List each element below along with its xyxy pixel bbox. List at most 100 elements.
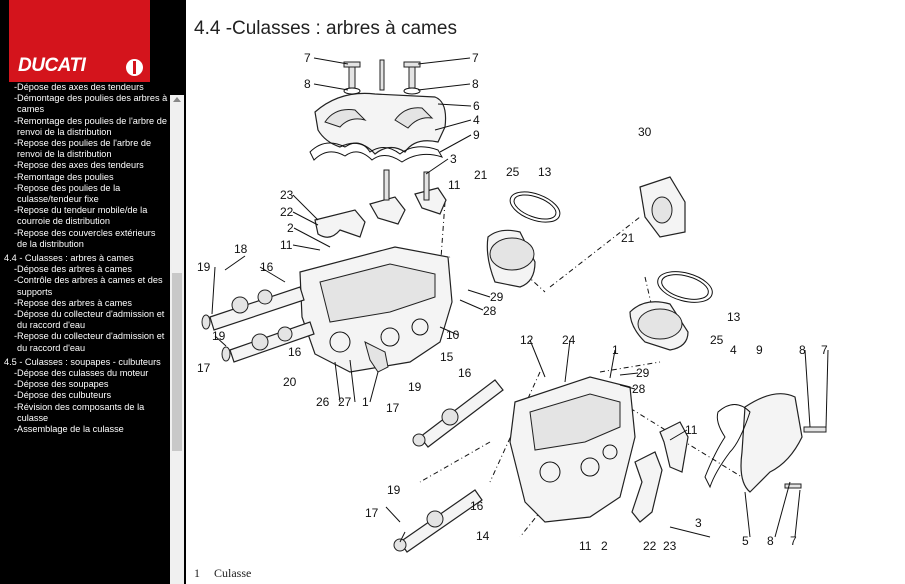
callout-label-l15: 15: [440, 350, 454, 364]
callout-label-l17c: 17: [365, 506, 379, 520]
callout-label-l19b: 19: [212, 329, 226, 343]
leader-line: [385, 506, 401, 523]
callout-label-l23b: 23: [663, 539, 677, 553]
scroll-up-arrow-icon[interactable]: [173, 97, 181, 102]
leader-line: [334, 361, 341, 403]
toc-item-link[interactable]: -Repose des poulies de l'arbre de renvoi…: [14, 138, 152, 160]
toc-item-link[interactable]: -Dépose des culasses du moteur: [14, 368, 149, 379]
callout-label-l7a: 7: [304, 51, 311, 65]
callout-label-l7d: 7: [790, 534, 797, 548]
toc-scrollbar[interactable]: [170, 95, 184, 584]
table-of-contents: -Dépose des axes des tendeurs-Démontage …: [0, 82, 168, 578]
callout-label-l9b: 9: [756, 343, 763, 357]
callout-label-l21b: 21: [621, 231, 635, 245]
toc-item-link[interactable]: -Dépose des axes des tendeurs: [14, 82, 144, 92]
callout-label-l25b: 25: [710, 333, 724, 347]
ducati-logo[interactable]: DUCATI: [9, 0, 150, 82]
callout-label-l6: 6: [473, 99, 480, 113]
leader-line: [399, 531, 406, 543]
callout-label-l19c: 19: [408, 380, 422, 394]
callout-label-l28b: 28: [632, 382, 646, 396]
callout-label-l19d: 19: [387, 483, 401, 497]
callout-label-l8c: 8: [799, 343, 806, 357]
callout-label-l24: 24: [562, 333, 576, 347]
callout-label-l20: 20: [283, 375, 297, 389]
callout-label-l8a: 8: [304, 77, 311, 91]
callout-label-l4b: 4: [730, 343, 737, 357]
toc-item-link[interactable]: -Remontage des poulies de l'arbre de ren…: [14, 115, 167, 137]
leader-line: [211, 266, 216, 315]
toc-item-link[interactable]: -Repose des arbres à cames: [14, 297, 132, 308]
callout-label-l17a: 17: [197, 361, 211, 375]
leader-line: [825, 349, 829, 429]
callout-label-l30: 30: [638, 125, 652, 139]
callout-label-l8d: 8: [767, 534, 774, 548]
leader-line: [459, 299, 484, 311]
toc-item-link[interactable]: -Repose des poulies de la culasse/tendeu…: [14, 182, 121, 205]
toc-item-link[interactable]: -Dépose des culbuteurs: [14, 390, 112, 401]
toc-item-link[interactable]: -Démontage des poulies des arbres à came…: [14, 93, 168, 115]
leader-line: [439, 134, 472, 153]
toc-item-link[interactable]: -Contrôle des arbres à cames et des supp…: [14, 275, 163, 297]
callout-label-l23a: 23: [280, 188, 294, 202]
callout-label-l18: 18: [234, 242, 248, 256]
callout-label-l7b: 7: [472, 51, 479, 65]
toc-item-link[interactable]: -Dépose des soupapes: [14, 379, 109, 390]
leader-line: [669, 429, 688, 441]
toc-item-link[interactable]: -Repose des couvercles extérieurs de la …: [14, 227, 156, 249]
caption-number: 1: [194, 566, 200, 580]
ducati-emblem-icon: [126, 59, 143, 76]
leader-line: [774, 481, 791, 538]
callout-label-l12: 12: [520, 333, 534, 347]
toc-item-link[interactable]: -Dépose du collecteur d'admission et du …: [14, 309, 165, 331]
callout-label-l16d: 16: [470, 499, 484, 513]
leader-line: [804, 349, 811, 428]
leader-line: [619, 372, 639, 376]
callout-label-l19a: 19: [197, 260, 211, 274]
toc-item-link[interactable]: -Repose des axes des tendeurs: [14, 160, 144, 171]
callout-label-l7c: 7: [821, 343, 828, 357]
leader-line: [425, 158, 449, 175]
leader-line: [609, 349, 616, 379]
callout-label-l27: 27: [338, 395, 352, 409]
leader-line: [669, 526, 711, 538]
leader-line: [369, 371, 379, 403]
leader-line: [224, 255, 246, 271]
toc-section-link[interactable]: 4.5 - Culasses : soupapes - culbuteurs: [4, 356, 161, 367]
toc-item-link[interactable]: -Assemblage de la culasse: [14, 424, 124, 435]
callout-label-l16c: 16: [458, 366, 472, 380]
scroll-thumb[interactable]: [172, 273, 182, 451]
callout-label-l2b: 2: [601, 539, 608, 553]
leader-line: [349, 359, 356, 403]
leader-line: [434, 119, 472, 131]
callout-label-l1b: 1: [362, 395, 369, 409]
figure-caption: 1 Culasse: [194, 566, 265, 581]
callout-label-l22b: 22: [643, 539, 657, 553]
toc-section-link[interactable]: 4.4 - Culasses : arbres à cames: [4, 253, 134, 264]
sidebar: DUCATI -Dépose des axes des tendeurs-Dém…: [0, 0, 186, 584]
leader-line: [293, 227, 331, 248]
toc-item-link[interactable]: -Remontage des poulies: [14, 171, 114, 182]
callout-label-l26: 26: [316, 395, 330, 409]
callout-label-l29a: 29: [490, 290, 504, 304]
leader-line: [292, 244, 321, 251]
leader-line: [529, 339, 546, 378]
caption-text: Culasse: [214, 566, 252, 580]
leader-line: [439, 326, 459, 336]
leader-line: [794, 489, 801, 538]
callout-label-l11d: 11: [579, 539, 592, 553]
leader-line: [292, 211, 319, 226]
callout-label-l25a: 25: [506, 165, 520, 179]
toc-item-link[interactable]: -Révision des composants de la culasse: [14, 401, 145, 423]
leader-line: [467, 289, 491, 298]
toc-item-link[interactable]: -Repose du tendeur mobile/de la courroie…: [14, 205, 148, 227]
callout-label-l2a: 2: [287, 221, 294, 235]
callout-label-l11c: 11: [685, 423, 698, 437]
toc-item-link[interactable]: -Dépose des arbres à cames: [14, 264, 132, 275]
leader-line: [619, 384, 636, 390]
leader-line: [564, 339, 571, 383]
toc-item-link[interactable]: -Repose du collecteur d'admission et du …: [14, 331, 165, 353]
callout-label-l4a: 4: [473, 113, 480, 127]
callout-label-l29b: 29: [636, 366, 650, 380]
